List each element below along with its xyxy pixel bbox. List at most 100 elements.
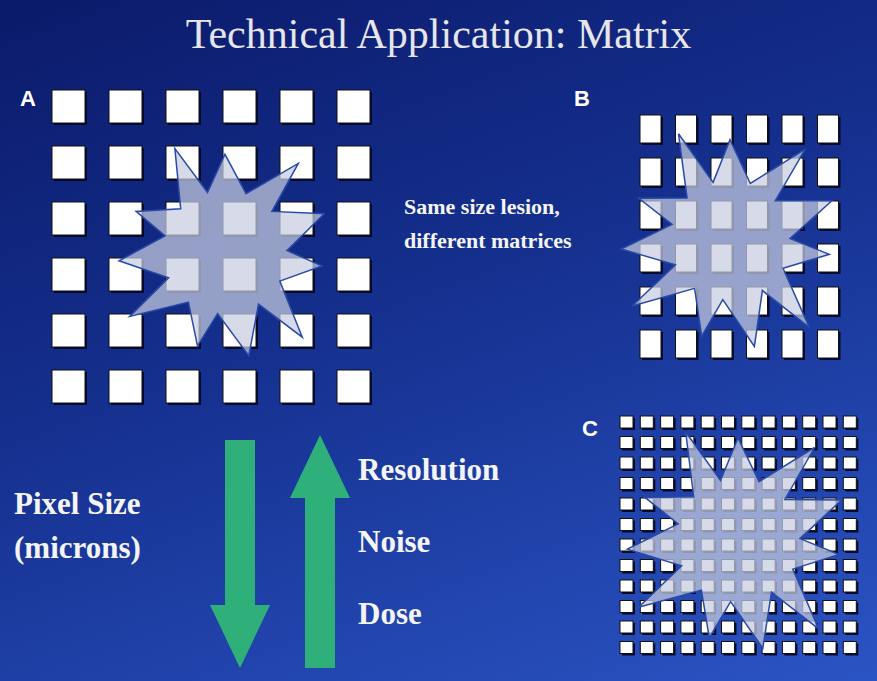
down-arrow [210, 440, 270, 668]
pixel [823, 416, 836, 428]
pixel [823, 519, 836, 531]
pixel [640, 642, 653, 654]
pixel [620, 519, 633, 531]
pixel [701, 416, 714, 428]
pixel [109, 370, 142, 403]
pixel [337, 314, 370, 347]
pixel [223, 90, 256, 123]
pixel [109, 146, 142, 179]
pixel [843, 416, 856, 428]
pixel [803, 580, 816, 592]
pixel [722, 621, 735, 633]
pixel [762, 416, 775, 428]
pixel [722, 416, 735, 428]
panel-letter: B [574, 86, 604, 112]
pixel [843, 519, 856, 531]
pixel [681, 642, 694, 654]
pixel [620, 498, 633, 510]
pixel [818, 158, 839, 186]
pixel [843, 437, 856, 449]
pixel [742, 642, 755, 654]
pixel [620, 601, 633, 613]
pixel [109, 202, 142, 235]
up-arrow [290, 435, 350, 668]
pixel [803, 437, 816, 449]
lesion [119, 149, 324, 356]
pixel [843, 601, 856, 613]
pixel [52, 314, 85, 347]
pixel [762, 457, 775, 469]
lesion [621, 134, 832, 347]
pixel [640, 478, 653, 490]
pixel [722, 437, 735, 449]
pixel [818, 115, 839, 143]
pixel [337, 202, 370, 235]
pixel [337, 258, 370, 291]
note-text: Same size lesion, different matrices [404, 190, 609, 258]
pixel [640, 115, 661, 143]
pixel [803, 642, 816, 654]
pixel [640, 330, 661, 358]
pixel [843, 498, 856, 510]
pixel [722, 642, 735, 654]
pixel [782, 330, 803, 358]
pixel [661, 621, 674, 633]
pixel [823, 642, 836, 654]
pixel [640, 519, 653, 531]
pixel [818, 244, 839, 272]
pixel [823, 437, 836, 449]
pixel [681, 621, 694, 633]
pixel [337, 370, 370, 403]
pixel [711, 330, 732, 358]
pixel [640, 416, 653, 428]
pixel [640, 580, 653, 592]
panel-letter: C [582, 416, 612, 442]
pixel [661, 642, 674, 654]
pixel [782, 416, 795, 428]
pixel [823, 560, 836, 572]
pixel [681, 416, 694, 428]
pixel [843, 457, 856, 469]
pixel [803, 416, 816, 428]
lesion [627, 432, 841, 648]
pixel [711, 115, 732, 143]
pixel [742, 416, 755, 428]
pixel [640, 621, 653, 633]
pixel [747, 115, 768, 143]
pixel [280, 370, 313, 403]
pixel [109, 314, 142, 347]
pixel [52, 258, 85, 291]
pixel [166, 90, 199, 123]
pixel [803, 478, 816, 490]
pixel [676, 330, 697, 358]
pixel [166, 370, 199, 403]
pixel [661, 601, 674, 613]
pixel [620, 580, 633, 592]
pixel [782, 115, 803, 143]
effect-label: Noise [358, 520, 598, 564]
pixel [843, 478, 856, 490]
pixel [701, 437, 714, 449]
pixel [52, 202, 85, 235]
pixel [823, 478, 836, 490]
pixel [620, 560, 633, 572]
axis-label: Pixel Size (microns) [14, 482, 214, 570]
pixel [337, 90, 370, 123]
effect-label: Dose [358, 592, 598, 636]
pixel [337, 146, 370, 179]
pixel [782, 437, 795, 449]
pixel [823, 580, 836, 592]
pixel [620, 621, 633, 633]
pixel-grids [52, 90, 858, 656]
pixel [661, 416, 674, 428]
pixel [843, 642, 856, 654]
pixel [620, 457, 633, 469]
pixel [843, 560, 856, 572]
pixel [818, 287, 839, 315]
pixel [843, 580, 856, 592]
pixel [620, 642, 633, 654]
pixel [280, 90, 313, 123]
pixel [223, 370, 256, 403]
pixel [640, 158, 661, 186]
effect-label: Resolution [358, 448, 598, 492]
